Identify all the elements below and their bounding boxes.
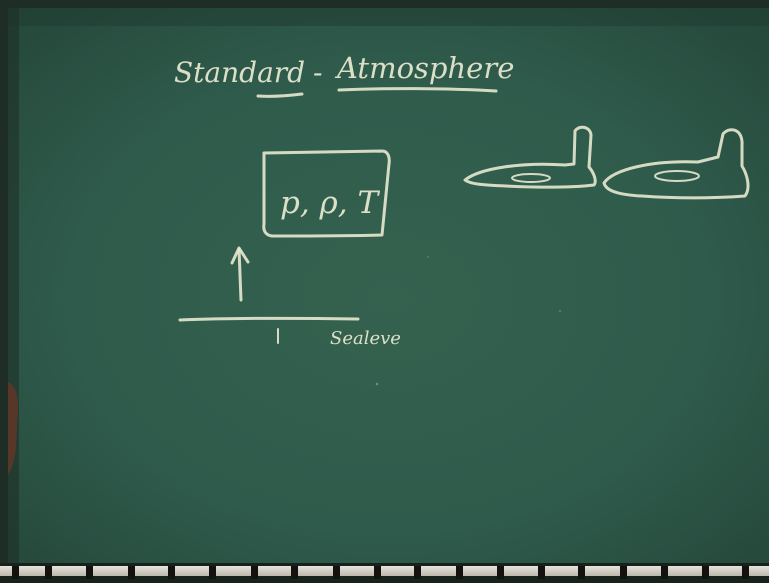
rail-mark	[209, 566, 216, 579]
chalk-dot-c	[427, 256, 429, 258]
rail-mark	[12, 566, 19, 579]
handwritten-title: Standard - Atmosphere	[174, 51, 514, 89]
rail-mark	[45, 566, 52, 579]
title-dash: -	[313, 56, 322, 89]
upward-arrow-shaft	[237, 247, 243, 302]
rail-mark	[291, 566, 298, 579]
sea-level-label: Sealeve	[330, 328, 401, 349]
left-aircraft-body	[463, 125, 597, 189]
right-aircraft-body	[602, 128, 750, 200]
rail-mark	[456, 566, 463, 579]
rail-mark	[128, 566, 135, 579]
rail-mark	[333, 566, 340, 579]
left-aircraft-window	[511, 173, 551, 183]
variables-box-outline	[262, 149, 391, 238]
rail-mark	[742, 566, 749, 579]
board-upper-shadow	[8, 8, 769, 26]
rail-mark	[497, 566, 504, 579]
rail-mark	[702, 566, 709, 579]
standard-word: Standard	[174, 56, 305, 89]
rail-mark	[414, 566, 421, 579]
rail-mark	[620, 566, 627, 579]
rail-marks	[12, 566, 749, 579]
right-aircraft-window	[654, 170, 700, 182]
atmosphere-underline	[337, 87, 498, 93]
rail-mark	[86, 566, 93, 579]
upward-arrow-head	[230, 246, 250, 265]
aircraft-sketch-left	[463, 125, 597, 189]
rail-mark	[538, 566, 545, 579]
rail-mark	[578, 566, 585, 579]
standard-underline	[256, 92, 304, 98]
chalk-dot-a	[375, 382, 379, 386]
rail-mark	[168, 566, 175, 579]
chalk-rail	[0, 566, 769, 576]
chalk-dot-b	[558, 309, 562, 313]
rail-mark	[374, 566, 381, 579]
rail-mark	[661, 566, 668, 579]
board-left-shadow	[8, 8, 19, 566]
atmosphere-word: Atmosphere	[334, 51, 514, 85]
person-edge-silhouette	[8, 382, 19, 475]
variables-label: p, ρ, T	[280, 185, 380, 221]
aircraft-sketch-right	[602, 128, 750, 200]
sea-level-line	[178, 316, 360, 322]
rail-mark	[251, 566, 258, 579]
chalkboard-surface	[8, 8, 769, 566]
